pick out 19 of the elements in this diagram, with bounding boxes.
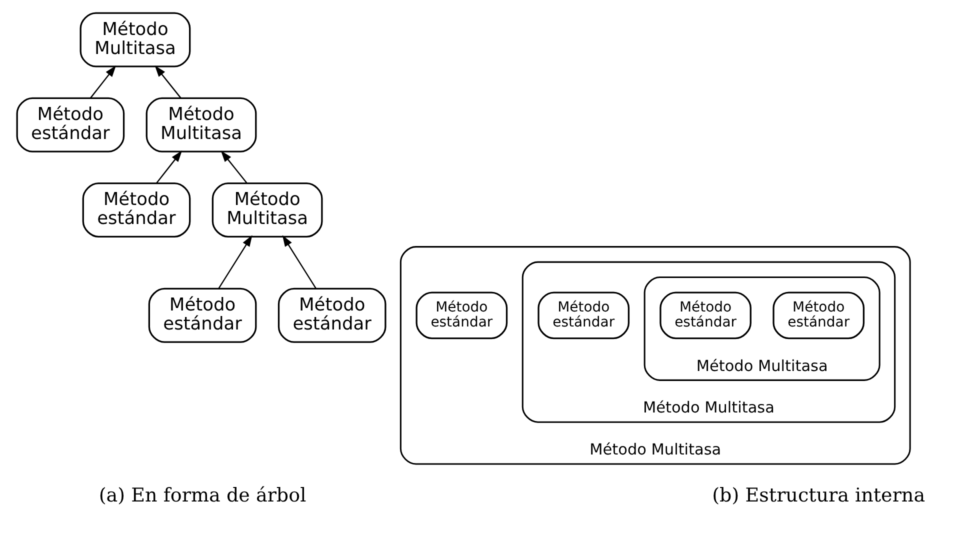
node-box: Método estándar <box>16 97 124 152</box>
arrow <box>220 150 247 184</box>
node-box: Método Multitasa <box>211 182 322 238</box>
node-box: Método estándar <box>537 292 630 340</box>
node-box: Método Multitasa <box>145 97 256 152</box>
arrow <box>282 235 316 290</box>
label: (a) En forma de árbol <box>98 484 306 506</box>
node-box: Método Multitasa <box>79 12 190 68</box>
label: (b) Estructura interna <box>712 484 925 506</box>
node-box: Método estándar <box>659 292 751 340</box>
node-box: Método estándar <box>772 292 864 340</box>
arrow <box>154 65 181 98</box>
node-box: Método estándar <box>277 288 386 343</box>
arrow <box>218 235 252 290</box>
node-box: Método estándar <box>415 292 508 340</box>
node-box: Método estándar <box>82 182 190 238</box>
arrow <box>156 150 182 184</box>
arrow <box>90 65 116 98</box>
node-box: Método estándar <box>148 288 256 343</box>
